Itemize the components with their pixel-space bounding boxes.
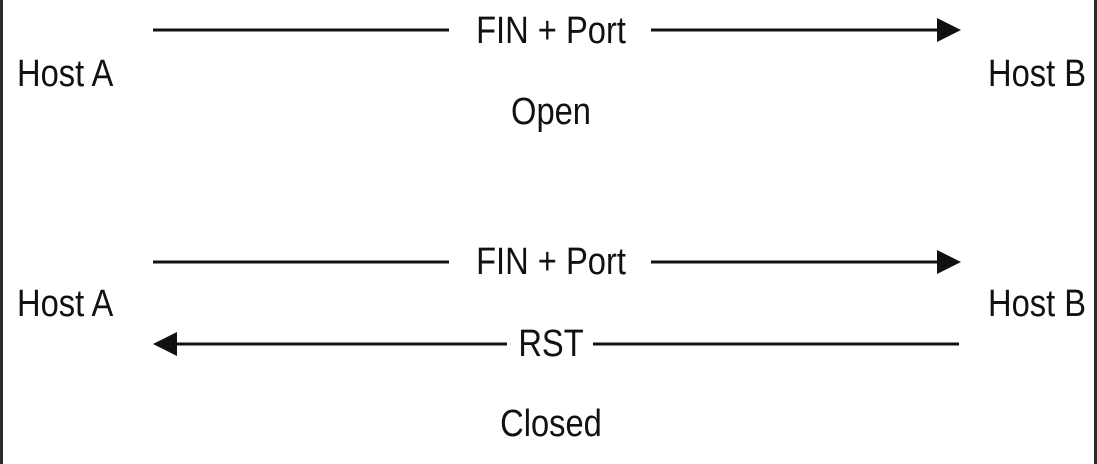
fin-port-label: FIN + Port (476, 10, 626, 52)
fin-port-label: FIN + Port (476, 241, 626, 283)
arrowhead-right-icon (937, 250, 961, 274)
host-a-label: Host A (17, 53, 114, 95)
host-b-label: Host B (988, 283, 1087, 325)
rst-label: RST (518, 323, 584, 365)
arrow-layer (153, 18, 961, 356)
host-b-label: Host B (988, 53, 1087, 95)
host-a-label: Host A (17, 283, 114, 325)
port-state-closed-label: Closed (500, 403, 602, 445)
arrowhead-right-icon (937, 18, 961, 42)
arrowhead-left-icon (153, 332, 177, 356)
port-state-open-label: Open (511, 91, 591, 133)
